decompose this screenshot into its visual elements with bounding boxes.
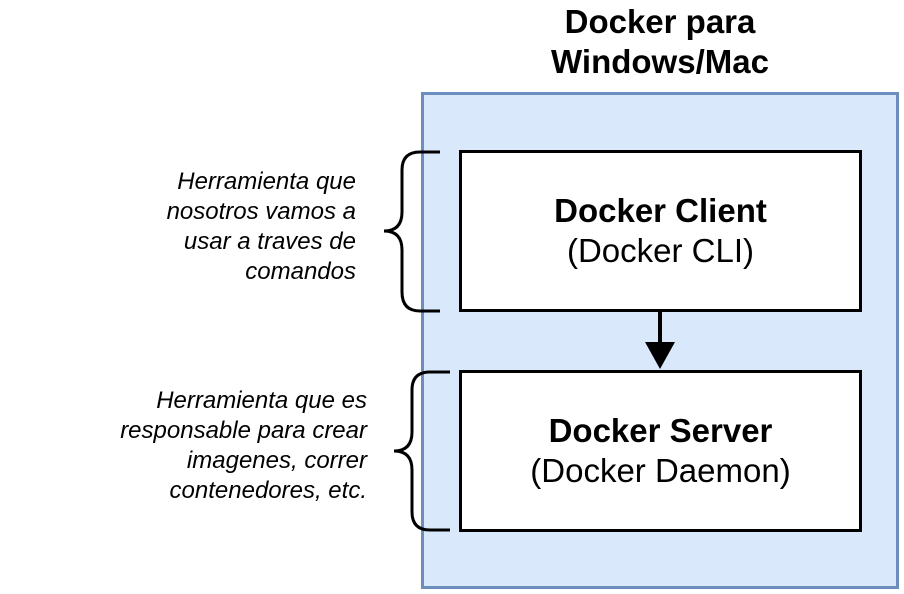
docker-client-name: Docker Client bbox=[554, 192, 767, 229]
client-annotation-line: Herramienta que bbox=[177, 168, 356, 195]
docker-server-box: Docker Server (Docker Daemon) bbox=[459, 370, 862, 532]
client-annotation-line: nosotros vamos a bbox=[166, 198, 356, 225]
container-title-line1: Docker para bbox=[564, 3, 756, 40]
container-title-line2: Windows/Mac bbox=[551, 43, 769, 80]
docker-server-detail: (Docker Daemon) bbox=[530, 452, 791, 489]
client-annotation: Herramienta que nosotros vamos a usar a … bbox=[90, 167, 356, 287]
client-annotation-line: comandos bbox=[245, 258, 356, 285]
server-annotation-line: imagenes, correr bbox=[186, 447, 367, 474]
docker-client-detail: (Docker CLI) bbox=[566, 232, 755, 269]
container-title: Docker para Windows/Mac bbox=[520, 2, 800, 82]
server-annotation: Herramienta que es responsable para crea… bbox=[40, 386, 367, 506]
client-annotation-line: usar a traves de bbox=[183, 228, 356, 255]
docker-client-box: Docker Client (Docker CLI) bbox=[459, 150, 862, 312]
server-annotation-line: Herramienta que es bbox=[156, 387, 367, 414]
server-annotation-line: contenedores, etc. bbox=[169, 477, 367, 504]
server-annotation-line: responsable para crear bbox=[120, 417, 367, 444]
docker-server-name: Docker Server bbox=[548, 412, 773, 449]
